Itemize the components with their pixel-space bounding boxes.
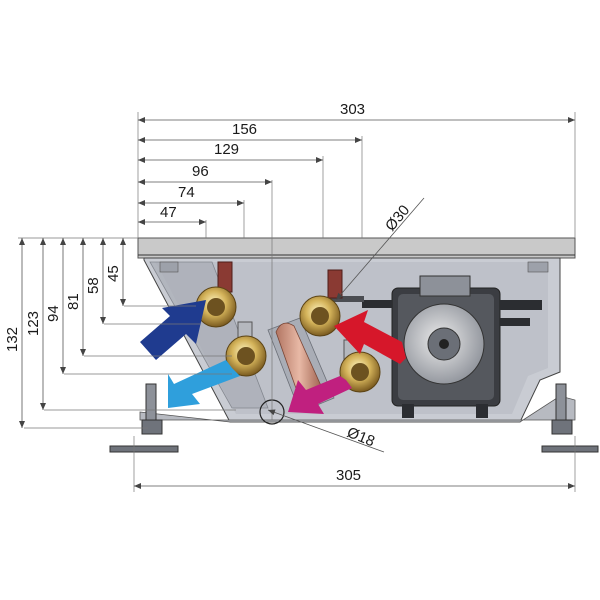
dim-132: 132 [4,327,21,352]
dim-303: 303 [340,101,365,118]
dim-94: 94 [45,305,62,322]
dim-45: 45 [105,265,122,282]
dim-81: 81 [65,293,82,310]
dim-74: 74 [178,184,195,201]
leveling-feet [109,383,599,453]
arrow-cyan-icon [168,360,240,408]
dim-156: 156 [232,121,257,138]
dim-305: 305 [336,467,361,484]
valve-top-right [299,269,343,337]
valve-mid-left [225,321,267,377]
valve-fittings [195,261,381,425]
fan-unit [391,275,542,418]
dim-47: 47 [160,204,177,221]
arrow-navy-icon [140,300,206,360]
dim-96: 96 [192,163,209,180]
arrow-red-icon [334,310,406,364]
dim-129: 129 [214,141,239,158]
dim-d30: Ø30 [382,202,413,235]
leader-d18 [267,409,385,453]
vertical-dimensions: 132 123 94 81 58 45 [4,237,236,429]
arrow-magenta-icon [288,376,352,414]
flow-arrows [140,300,406,414]
leader-d30 [335,197,425,301]
valve-top-left [195,261,237,328]
horizontal-dimensions: 303 156 129 96 74 47 305 [133,101,576,492]
dim-58: 58 [85,277,102,294]
dim-123: 123 [25,311,42,336]
dim-d18: Ø18 [345,424,378,450]
